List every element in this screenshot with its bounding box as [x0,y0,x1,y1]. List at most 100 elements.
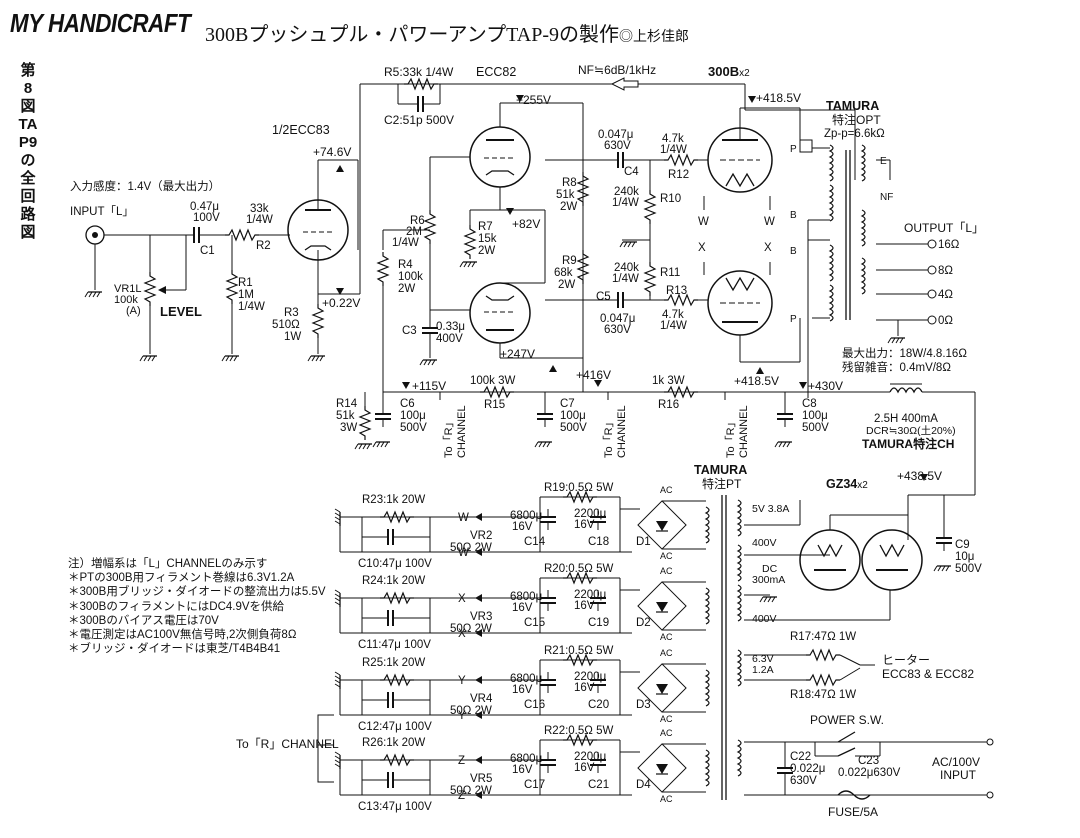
note-line: ＊300BのフィラメントにはDC4.9Vを供給 [68,600,285,613]
opt-spec: 特注OPT [832,112,881,127]
voltage-0-22: +0.22V [322,296,360,310]
c3-voltage: 400V [436,333,463,345]
r3-watt: 1W [284,331,301,343]
vr1-label: VR1L [114,283,142,295]
r17-label: R17:47Ω 1W [790,631,856,643]
supply-ac-top: AC [660,485,673,495]
c23-value: 0.022μ630V [838,767,901,779]
note-line: ＊300Bのバイアス電圧は70V [68,614,219,627]
r11-value: 240k [614,262,639,274]
to-r-channel-3a: To「R」 [724,416,737,458]
heater-label: ヒーター [882,653,930,667]
c5-label: C5 [596,291,611,303]
r6-watt: 1/4W [392,237,419,249]
r4-value: 100k [398,271,423,283]
supply-c-small: C10:47μ 100V [358,558,432,570]
voltage-74-6: +74.6V [313,145,351,159]
supply-cb-voltage: 16V [574,682,595,694]
output-terminal-0-icon [927,315,937,325]
output-label: OUTPUT「L」 [904,221,984,235]
supply-r-top: R19:0.5Ω 5W [544,482,613,494]
supply-cb-voltage: 16V [574,600,595,612]
c3-value: 0.33μ [436,321,465,333]
r10-watt: 1/4W [612,197,639,209]
supply-cb-label: C21 [588,779,609,791]
r9-label: R9 [562,255,577,267]
r4-label: R4 [398,259,413,271]
voltage-438-5: +438.5V [897,469,942,483]
supply-r-left: R26:1k 20W [362,737,425,749]
input-sensitivity: 入力感度：1.4V（最大出力） [70,179,220,193]
voltage-255: +255V [516,93,551,107]
c3-label: C3 [402,325,417,337]
supply-r-left: R23:1k 20W [362,494,425,506]
node-x-left: X [698,242,706,254]
ecc82-label: ECC82 [476,65,516,79]
supply-c-small: C13:47μ 100V [358,801,432,813]
r2-watt: 1/4W [246,214,273,226]
max-output: 最大出力：18W/4.8.16Ω [842,346,967,360]
r3-value: 510Ω [272,319,300,331]
filament-supply-x [334,572,710,637]
supply-ac-top: AC [660,728,673,738]
note-line: ＊ブリッジ・ダイオードは東芝/T4B4B41 [68,643,281,656]
opt-pin-p-top: P [790,144,797,155]
voltage-418-5-top: +418.5V [756,91,801,105]
supply-ac-bottom: AC [660,551,673,561]
supply-r-top: R22:0.5Ω 5W [544,725,613,737]
header: MY HANDICRAFT [10,8,220,39]
supply-vr-label: VR3 [470,611,492,623]
supply-ca-value: 6800μ [510,753,542,765]
supply-diode-label: D2 [636,617,651,629]
r16-value: 1k 3W [652,375,685,387]
supply-ca-value: 6800μ [510,673,542,685]
supply-ca-voltage: 16V [512,521,533,533]
pt-spec: 特注PT [702,476,742,491]
supply-r-top: R20:0.5Ω 5W [544,563,613,575]
r16-label: R16 [658,399,679,411]
supply-node-bottom: Y [458,710,466,722]
to-r-channel-2b: CHANNEL [616,405,628,458]
gz34-type: GZ34 [826,477,857,491]
filament-supply-y [334,654,710,719]
brand-logo: MY HANDICRAFT [10,8,191,38]
c8-label: C8 [802,398,817,410]
supply-node-bottom: X [458,628,466,640]
opt-pin-p-bottom: P [790,314,797,325]
r5-label: R5:33k 1/4W [384,65,454,79]
r10-label: R10 [660,193,681,205]
choke-spec: 2.5H 400mA [874,413,938,425]
c4-label: C4 [624,166,639,178]
supply-node-top: Z [458,755,465,767]
vr1-value: 100k [114,294,138,306]
ac-input-terminal-icon [986,738,994,746]
c6-voltage: 500V [400,422,427,434]
pt-winding-6v: 6.3V [752,653,774,665]
c6-value: 100μ [400,410,426,422]
r9-value: 68k [554,267,573,279]
c22-label: C22 [790,751,811,763]
c7-label: C7 [560,398,575,410]
r12-value: 4.7k [662,133,684,145]
output-terminal-16-icon [927,239,937,249]
c1-voltage: 100V [193,212,220,224]
supply-diode-label: D4 [636,779,651,791]
r6-value: 2M [406,226,422,238]
voltage-82: +82V [512,217,540,231]
r18-label: R18:47Ω 1W [790,689,856,701]
fuse-label: FUSE/5A [828,805,878,819]
supply-ca-voltage: 16V [512,602,533,614]
supply-ca-value: 6800μ [510,510,542,522]
pt-winding-400v-b: 400V [752,613,777,625]
r13-value: 4.7k [662,309,684,321]
supply-node-top: X [458,593,466,605]
note-line: ＊電圧測定はAC100V無信号時,2次側負荷8Ω [68,629,297,642]
c1-label: C1 [200,245,215,257]
gz34-qty: x2 [857,480,868,491]
zpp-label: Zp-p=6.6kΩ [824,128,885,140]
note-line: ＊300B用ブリッジ・ダイオードの整流出力は5.5V [68,586,326,599]
supply-r-left: R24:1k 20W [362,575,425,587]
to-r-channel-1a: To「R」 [442,416,455,458]
